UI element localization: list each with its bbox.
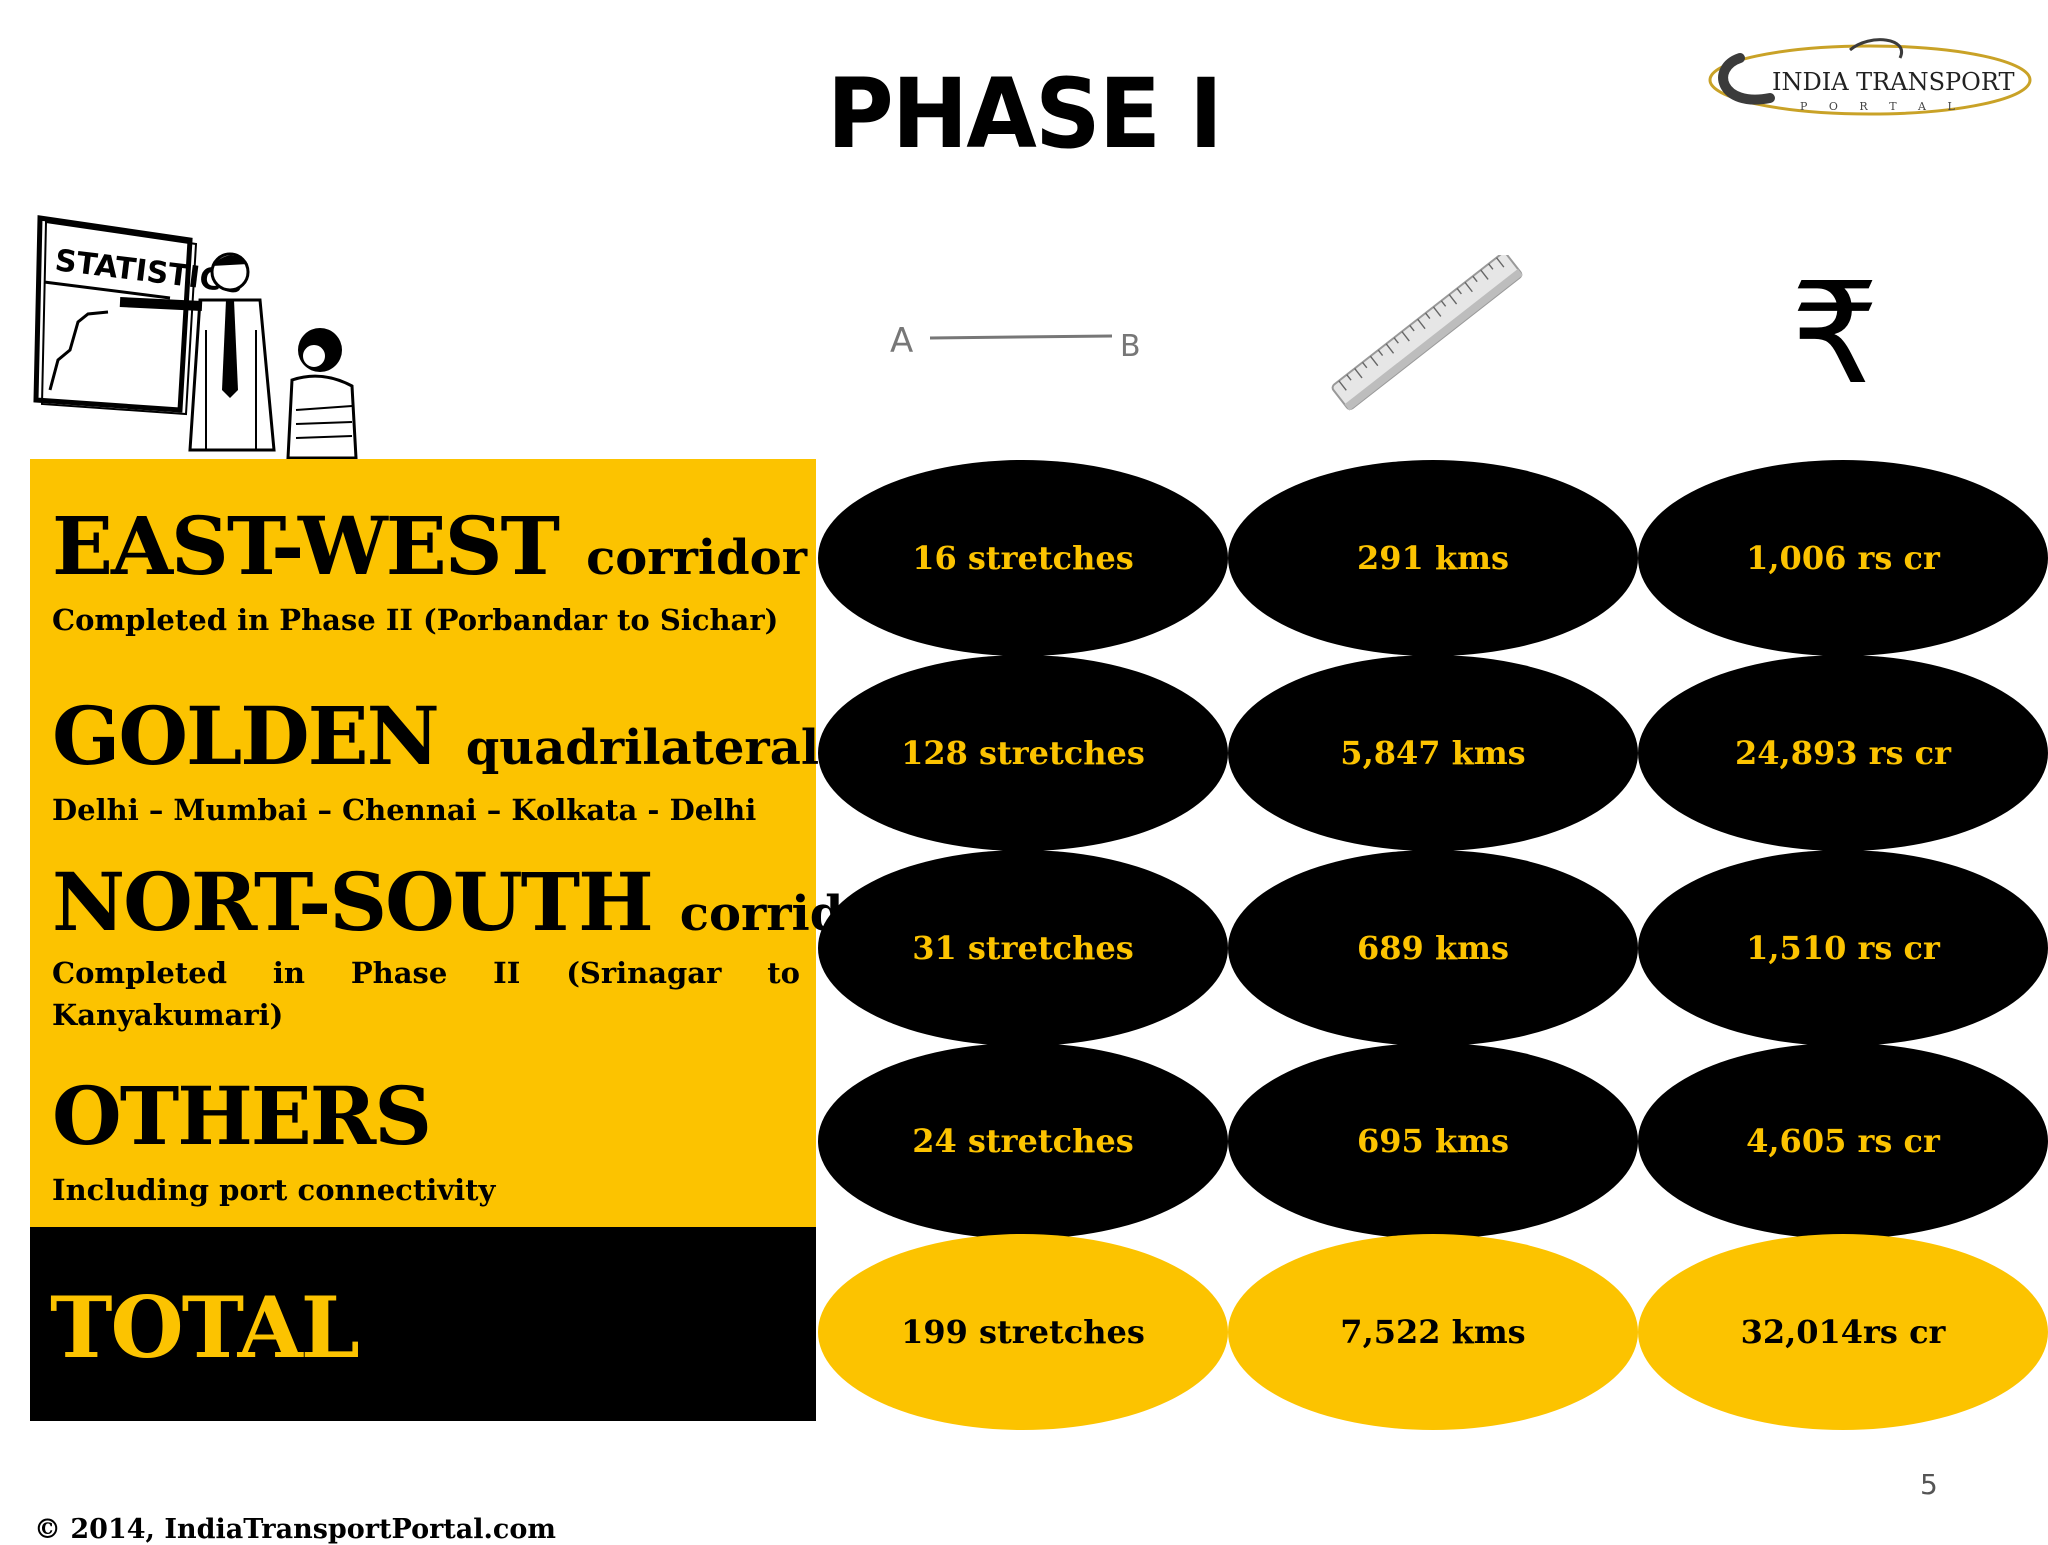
page-number: 5: [1920, 1468, 1938, 1501]
kms-cell: 291 kms: [1228, 460, 1638, 656]
svg-text:A: A: [890, 321, 913, 361]
svg-text:B: B: [1120, 329, 1141, 364]
svg-text:INDIA TRANSPORT: INDIA TRANSPORT: [1772, 68, 2015, 96]
row-subtitle: Completed in Phase II (Srinagar to Kanya…: [52, 956, 800, 1032]
kms-cell: 695 kms: [1228, 1043, 1638, 1239]
row-subtitle: Completed in Phase II (Porbandar to Sich…: [52, 603, 779, 637]
total-cost-cell: 32,014rs cr: [1638, 1234, 2048, 1430]
corridor-list-panel: [30, 459, 816, 1227]
statistics-presentation-illustration: STATISTICS: [33, 215, 358, 460]
row-heading-others: OTHERS: [52, 1069, 432, 1163]
stretches-cell: 31 stretches: [818, 850, 1228, 1046]
total-stretches-cell: 199 stretches: [818, 1234, 1228, 1430]
cost-cell: 4,605 rs cr: [1638, 1043, 2048, 1239]
svg-text:P O R T A L: P O R T A L: [1800, 100, 1964, 113]
total-label: TOTAL: [50, 1278, 360, 1377]
stretches-cell: 128 stretches: [818, 655, 1228, 851]
row-subtitle: Including port connectivity: [52, 1173, 496, 1207]
cost-cell: 1,510 rs cr: [1638, 850, 2048, 1046]
india-transport-portal-logo: INDIA TRANSPORT P O R T A L: [1708, 38, 2032, 116]
distance-ab-icon: A B: [890, 321, 1141, 364]
copyright-footer: © 2014, IndiaTransportPortal.com: [34, 1514, 556, 1545]
total-panel: [30, 1227, 816, 1421]
kms-cell: 5,847 kms: [1228, 655, 1638, 851]
rupee-icon: ₹: [1790, 253, 1880, 416]
kms-cell: 689 kms: [1228, 850, 1638, 1046]
cost-cell: 1,006 rs cr: [1638, 460, 2048, 656]
stretches-cell: 24 stretches: [818, 1043, 1228, 1239]
ruler-icon: [1331, 255, 1523, 411]
page-title: PHASE I: [826, 58, 1223, 170]
stretches-cell: 16 stretches: [818, 460, 1228, 656]
row-subtitle: Delhi – Mumbai – Chennai – Kolkata - Del…: [52, 793, 757, 827]
total-kms-cell: 7,522 kms: [1228, 1234, 1638, 1430]
cost-cell: 24,893 rs cr: [1638, 655, 2048, 851]
